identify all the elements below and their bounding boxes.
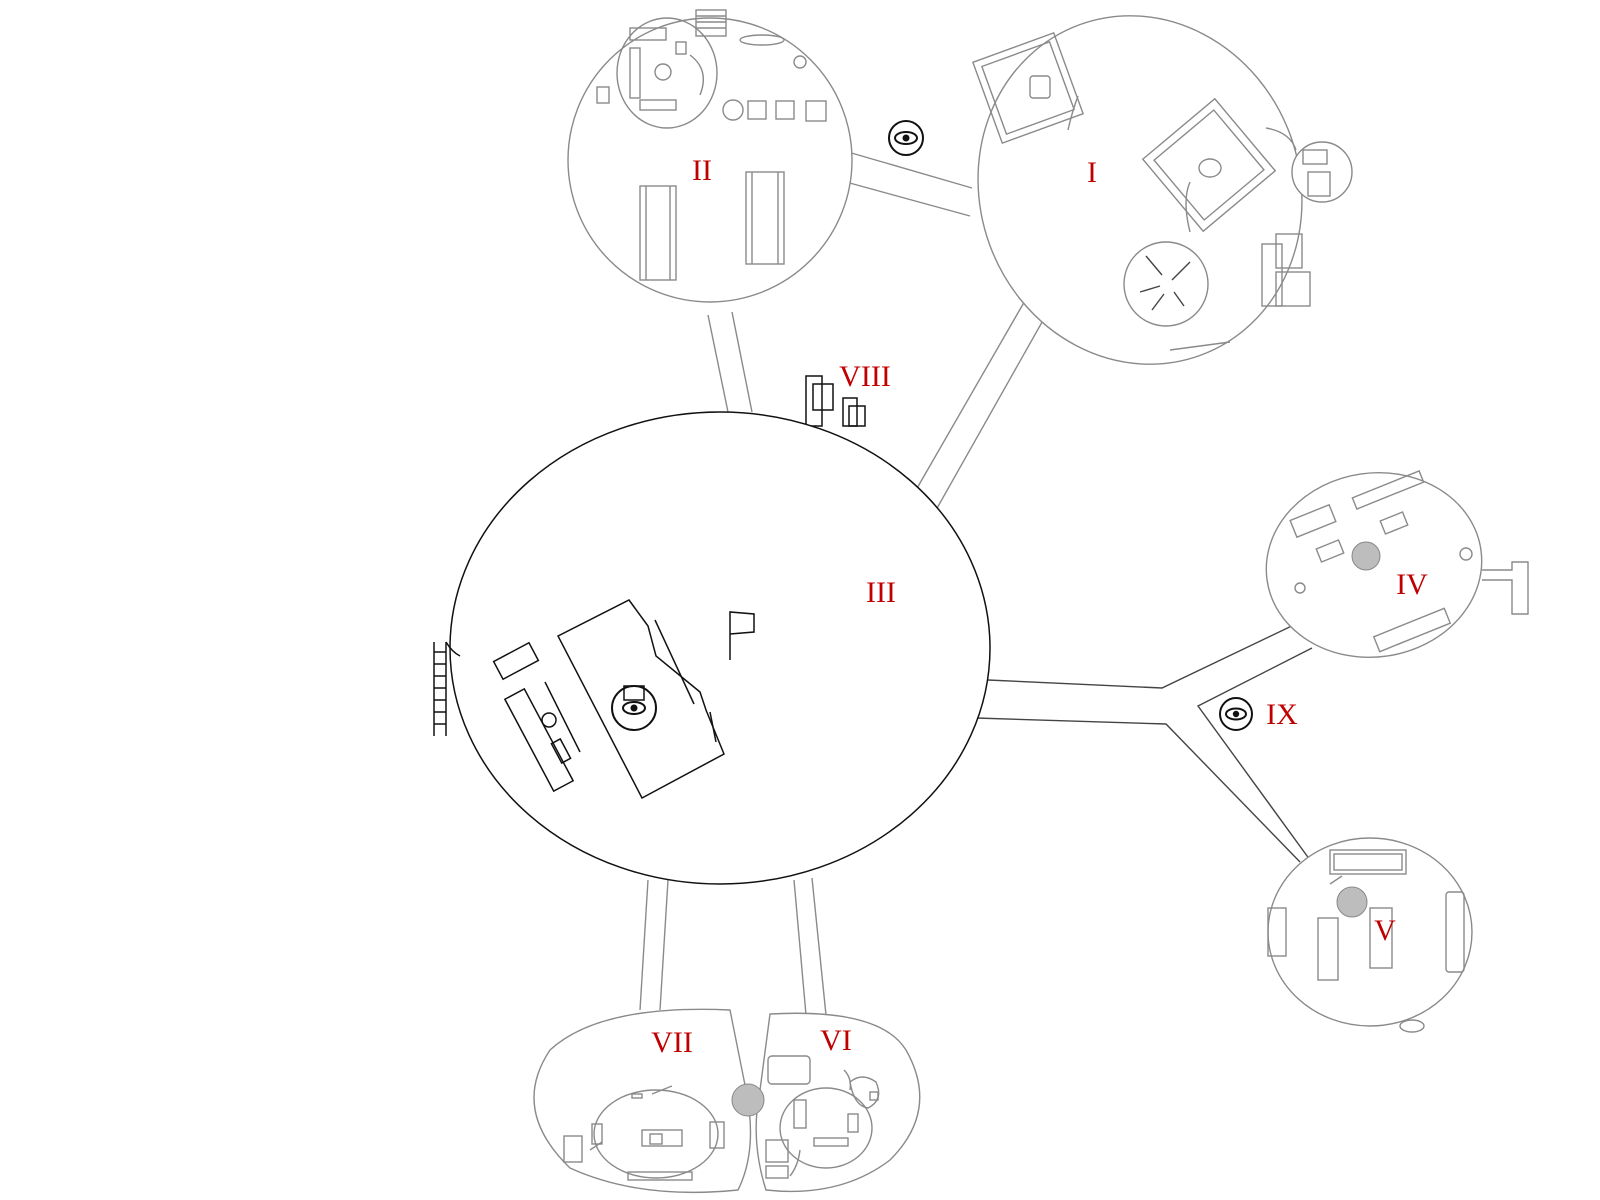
eye-icon: [1219, 697, 1253, 731]
room-iii-label: III: [866, 576, 896, 609]
hub-node: [731, 1083, 765, 1117]
room-v-label: V: [1374, 914, 1396, 947]
corridors: [639, 151, 1313, 1016]
room-i-label: I: [1087, 156, 1097, 189]
room-vi-label: VI: [820, 1024, 852, 1057]
room-ii[interactable]: II: [567, 9, 853, 303]
room-iv[interactable]: IV: [1254, 459, 1529, 671]
corridor-i-iii: [915, 291, 1051, 511]
corridor-iii-vi: [793, 877, 827, 1016]
eye-icon: [888, 120, 924, 156]
room-v[interactable]: V: [1267, 837, 1473, 1033]
room-ii-label: II: [692, 154, 712, 187]
room-i[interactable]: I: [929, 0, 1353, 410]
corridor-iii-iv-v: [975, 621, 1313, 863]
room-iii[interactable]: III: [433, 411, 991, 885]
stairs: [433, 641, 461, 736]
room-vii[interactable]: VII: [533, 1008, 752, 1194]
room-ix-label: IX: [1266, 698, 1298, 731]
corridor-iii-vii: [639, 879, 669, 1011]
eye-icon: [611, 685, 657, 731]
room-iv-label: IV: [1396, 568, 1428, 601]
room-vii-label: VII: [651, 1026, 693, 1059]
room-viii-label: VIII: [839, 360, 891, 393]
corridor-ii-iii: [707, 311, 753, 413]
corridor-ii-i: [845, 151, 973, 217]
room-vi[interactable]: VI: [755, 1012, 921, 1193]
room-viii[interactable]: VIII: [805, 360, 891, 427]
room-ix[interactable]: IX: [1219, 697, 1298, 731]
